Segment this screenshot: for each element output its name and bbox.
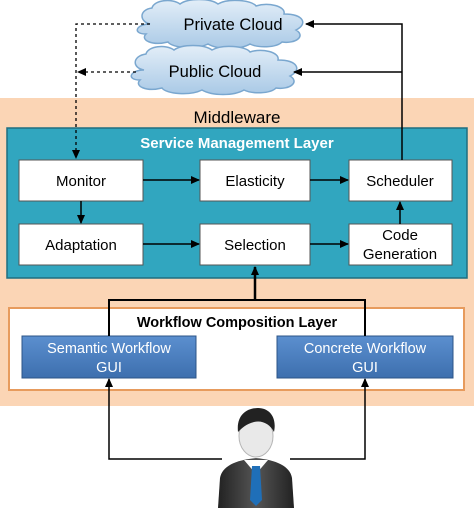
connector-gui-to-selection	[108, 299, 255, 336]
code-generation-label-line2: Generation	[363, 246, 437, 263]
service-layer-title: Service Management Layer	[140, 135, 334, 152]
user-icon	[218, 408, 294, 508]
concrete-workflow-gui	[276, 335, 454, 379]
elasticity-box	[199, 159, 311, 202]
private-cloud: Private Cloud	[136, 0, 304, 50]
adaptation-label: Adaptation	[45, 237, 117, 254]
semantic-workflow-gui	[21, 335, 197, 379]
public-cloud: Public Cloud	[130, 44, 298, 96]
code-generation-box	[348, 223, 453, 266]
monitor-box	[18, 159, 144, 202]
concrete-gui-label-line1: Concrete Workflow	[304, 341, 427, 357]
semantic-gui-label-line2: GUI	[96, 360, 122, 376]
monitor-label: Monitor	[56, 173, 106, 190]
code-generation-label-line1: Code	[382, 227, 418, 244]
dashed-private-cloud-to-monitor	[72, 23, 150, 159]
workflow-layer-title: Workflow Composition Layer	[137, 315, 338, 331]
private-cloud-label: Private Cloud	[183, 16, 282, 34]
arrow-user-to-concrete-gui	[290, 378, 369, 460]
selection-box	[199, 223, 311, 266]
connector-concrete-gui-to-selection	[255, 299, 366, 336]
arrow-user-to-semantic-gui	[105, 378, 222, 460]
scheduler-label: Scheduler	[366, 173, 434, 190]
semantic-gui-label-line1: Semantic Workflow	[47, 341, 171, 357]
concrete-gui-label-line2: GUI	[352, 360, 378, 376]
elasticity-label: Elasticity	[225, 173, 285, 190]
middleware-title: Middleware	[194, 108, 281, 127]
selection-label: Selection	[224, 237, 286, 254]
arrow-scheduler-to-private-cloud	[305, 20, 403, 160]
public-cloud-label: Public Cloud	[169, 63, 262, 81]
adaptation-box	[18, 223, 144, 266]
